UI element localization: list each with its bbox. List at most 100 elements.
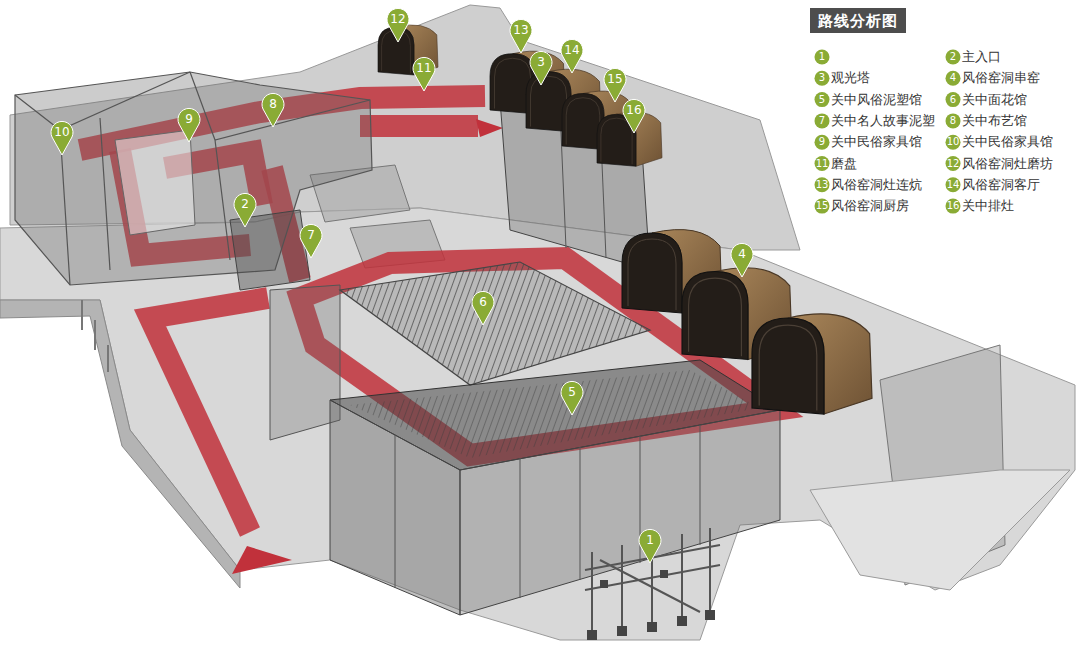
legend-text: 风俗窑洞厨房 [831,197,909,215]
legend-marker [815,50,830,65]
tower-frame [585,528,720,640]
legend-marker [946,177,961,192]
legend-marker [946,113,961,128]
callout-number: 9 [177,111,201,127]
callout-number: 2 [233,196,257,212]
legend-text: 关中名人故事泥塑 [831,112,935,130]
tower-box [587,630,597,640]
map-pin [178,108,200,142]
legend-text: 风俗窑洞客厅 [962,176,1040,194]
route-path [150,298,268,532]
facade [460,410,780,615]
map-pin [234,193,256,227]
legend-text: 磨盘 [831,155,857,173]
legend-marker [946,50,961,65]
legend-marker [815,177,830,192]
callout-number: 10 [50,124,74,140]
map-pin [262,93,284,127]
route-arrow [232,546,292,574]
legend-marker [946,92,961,107]
callout-number: 15 [814,199,830,213]
callout-number: 16 [622,102,646,118]
map-pin [472,291,494,325]
callout-number: 5 [814,93,830,107]
post [82,300,108,372]
callout-number: 13 [814,178,830,192]
legend-text: 风俗窑洞灶磨坊 [962,155,1053,173]
legend-marker [946,199,961,214]
callout-number: 8 [945,114,961,128]
tower-boxes [587,570,715,640]
callout-number: 11 [814,157,830,171]
tower-box [705,610,715,620]
legend-marker [946,135,961,150]
callout-number: 16 [945,199,961,213]
callout-number: 14 [560,42,584,58]
legend-text: 关中风俗泥塑馆 [831,91,922,109]
building [15,72,372,285]
callout-number: 14 [945,178,961,192]
legend-marker [815,71,830,86]
callout-number: 2 [945,50,961,64]
tower-box [600,580,608,588]
callout-number: 6 [471,294,495,310]
title-box: 路线分析图 [810,8,906,33]
courtyard [115,130,195,235]
callout-number: 1 [638,532,662,548]
route-path [360,115,478,137]
roof [340,262,650,385]
callout-number: 11 [412,60,436,76]
title: 路线分析图 [818,12,898,30]
legend-text: 观光塔 [831,69,870,87]
map-pin [530,51,552,85]
callout-number: 3 [814,71,830,85]
legend-marker [946,71,961,86]
map-pin [561,39,583,73]
right-ramp [810,470,1070,590]
map-pin [413,57,435,91]
callout-number: 4 [730,246,754,262]
tower-box [660,570,668,578]
legend-text: 关中民俗家具馆 [831,133,922,151]
roof [340,262,650,385]
callout-number: 15 [603,71,627,87]
callout-number: 12 [945,157,961,171]
tower-box [647,622,657,632]
map-pin [510,19,532,53]
legend-marker [815,199,830,214]
legend-marker [815,92,830,107]
callout-number: 3 [529,54,553,70]
callout-number: 1 [814,50,830,64]
legend-marker [815,156,830,171]
callout-number: 6 [945,93,961,107]
callout-number: 4 [945,71,961,85]
route-arrow [476,119,503,137]
legend-text: 关中面花馆 [962,91,1027,109]
map-pin [561,381,583,415]
facade-line [395,425,700,598]
legend-text: 关中排灶 [962,197,1014,215]
callout-number: 13 [509,22,533,38]
callout-number: 9 [814,135,830,149]
legend-text: 关中布艺馆 [962,112,1027,130]
callout-number: 7 [814,114,830,128]
callout-number: 12 [386,11,410,27]
legend-marker [946,156,961,171]
callout-number: 8 [261,96,285,112]
callout-number: 10 [945,135,961,149]
map-pin [300,224,322,258]
legend-text: 关中民俗家具馆 [962,133,1053,151]
callout-number: 7 [299,227,323,243]
cave-vault [752,314,872,414]
legend-marker [815,113,830,128]
roof-line [15,72,370,285]
tower-box [677,616,687,626]
legend-text: 主入口 [962,48,1001,66]
legend-text: 风俗窑洞串窑 [962,69,1040,87]
tower-post [592,528,710,640]
tower-box [617,626,627,636]
callout-number: 5 [560,384,584,400]
map-pin [731,243,753,277]
legend-marker [815,135,830,150]
legend-text: 风俗窑洞灶连炕 [831,176,922,194]
